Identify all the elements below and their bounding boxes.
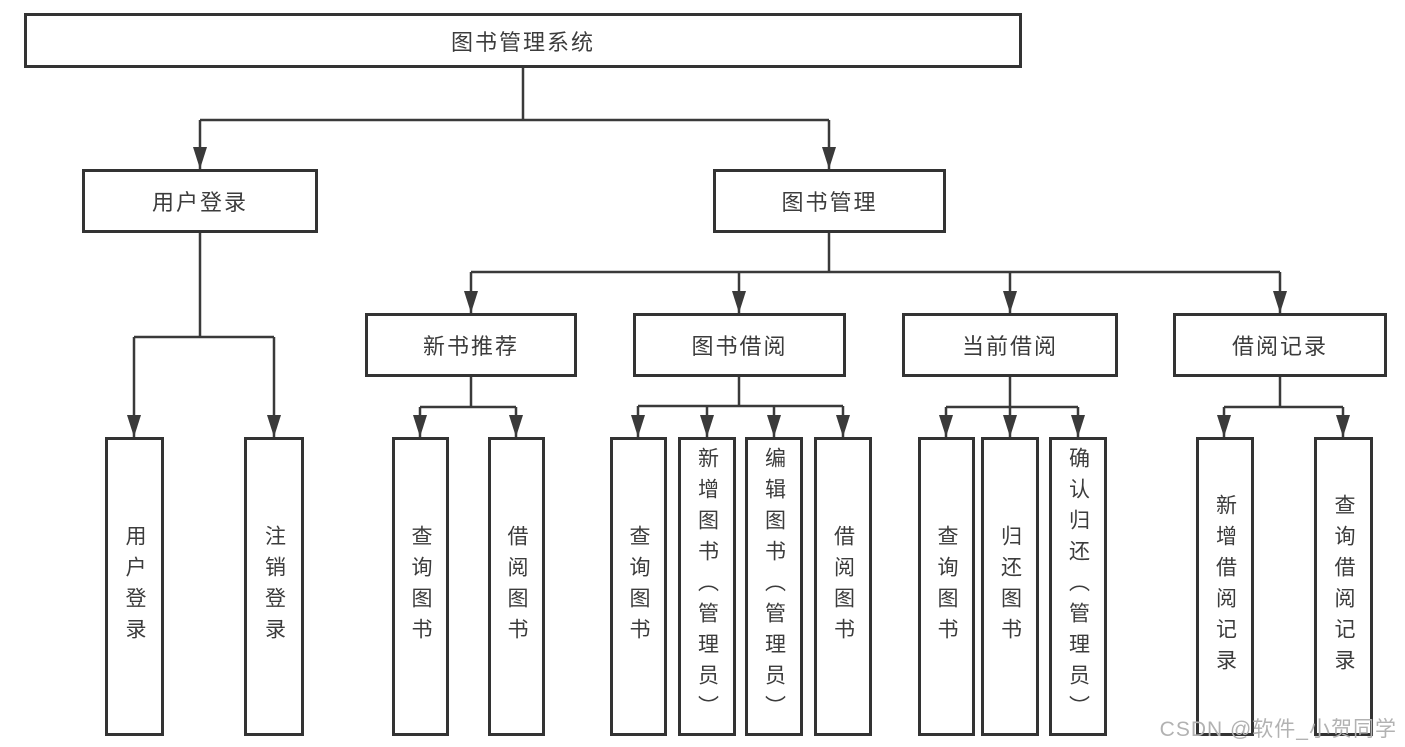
arrowhead	[413, 415, 427, 437]
connector-book-borrowing-branch	[631, 377, 850, 437]
leaf-add-borrow-record-label: 新增借阅记录	[1213, 493, 1237, 680]
node-book-borrowing: 图书借阅	[633, 313, 846, 377]
connector-current-borrowing-branch	[939, 377, 1085, 437]
arrowhead	[700, 415, 714, 437]
leaf-confirm-return-admin-label: 确认归还（管理员）	[1066, 447, 1090, 726]
connector-new-book-recommend-branch	[413, 377, 523, 437]
leaf-query-books-borrowing-label: 查询图书	[627, 524, 650, 649]
leaf-logout: 注销登录	[244, 437, 304, 736]
leaf-user-login-label: 用户登录	[123, 524, 146, 649]
arrowhead	[1071, 415, 1085, 437]
watermark: CSDN @软件_小贺同学	[1159, 718, 1397, 741]
leaf-query-borrow-record-label: 查询借阅记录	[1332, 493, 1355, 680]
node-user-login-label: 用户登录	[151, 190, 248, 215]
leaf-edit-book-admin: 编辑图书（管理员）	[745, 437, 803, 736]
leaf-edit-book-admin-label: 编辑图书（管理员）	[762, 447, 786, 726]
leaf-add-book-admin-label: 新增图书（管理员）	[695, 447, 719, 726]
node-book-management-label: 图书管理	[781, 190, 878, 215]
arrowhead	[1217, 415, 1231, 437]
arrowhead	[1273, 291, 1287, 313]
arrowhead	[1003, 415, 1017, 437]
node-borrow-records: 借阅记录	[1173, 313, 1387, 377]
leaf-query-books-current-label: 查询图书	[935, 524, 958, 649]
node-new-book-recommend: 新书推荐	[365, 313, 577, 377]
leaf-query-books-current: 查询图书	[918, 437, 975, 736]
leaf-query-borrow-record: 查询借阅记录	[1314, 437, 1373, 736]
node-root: 图书管理系统	[24, 13, 1022, 68]
arrowhead	[732, 291, 746, 313]
leaf-add-borrow-record: 新增借阅记录	[1196, 437, 1254, 736]
arrowhead	[631, 415, 645, 437]
node-root-label: 图书管理系统	[450, 29, 595, 55]
leaf-logout-label: 注销登录	[262, 524, 286, 649]
arrowhead	[939, 415, 953, 437]
arrowhead	[509, 415, 523, 437]
arrowhead	[836, 415, 850, 437]
leaf-return-book-label: 归还图书	[998, 524, 1022, 649]
leaf-confirm-return-admin: 确认归还（管理员）	[1049, 437, 1107, 736]
leaf-return-book: 归还图书	[981, 437, 1039, 736]
arrowhead	[1336, 415, 1350, 437]
leaf-borrow-books: 借阅图书	[814, 437, 872, 736]
arrowhead	[464, 291, 478, 313]
arrowhead	[267, 415, 281, 437]
leaf-add-book-admin: 新增图书（管理员）	[678, 437, 736, 736]
leaf-borrow-books-label: 借阅图书	[831, 524, 855, 649]
arrowhead	[822, 147, 836, 169]
leaf-borrow-books-recommend: 借阅图书	[488, 437, 545, 736]
leaf-user-login: 用户登录	[105, 437, 164, 736]
connector-borrow-records-branch	[1217, 377, 1350, 437]
node-borrow-records-label: 借阅记录	[1231, 334, 1328, 359]
arrowhead	[193, 147, 207, 169]
connector-root-branch	[193, 68, 836, 169]
arrowhead	[127, 415, 141, 437]
node-book-management: 图书管理	[713, 169, 946, 233]
arrowhead	[1003, 291, 1017, 313]
leaf-query-books-borrowing: 查询图书	[610, 437, 667, 736]
node-book-borrowing-label: 图书借阅	[691, 334, 788, 359]
leaf-query-books-recommend-label: 查询图书	[409, 524, 432, 649]
node-current-borrowing: 当前借阅	[902, 313, 1118, 377]
leaf-query-books-recommend: 查询图书	[392, 437, 449, 736]
node-current-borrowing-label: 当前借阅	[961, 334, 1058, 359]
connector-book-management-branch	[464, 233, 1287, 313]
node-user-login: 用户登录	[82, 169, 318, 233]
arrowhead	[767, 415, 781, 437]
leaf-borrow-books-recommend-label: 借阅图书	[505, 524, 528, 649]
node-new-book-recommend-label: 新书推荐	[422, 334, 519, 359]
connector-user-login-branch	[127, 233, 281, 437]
